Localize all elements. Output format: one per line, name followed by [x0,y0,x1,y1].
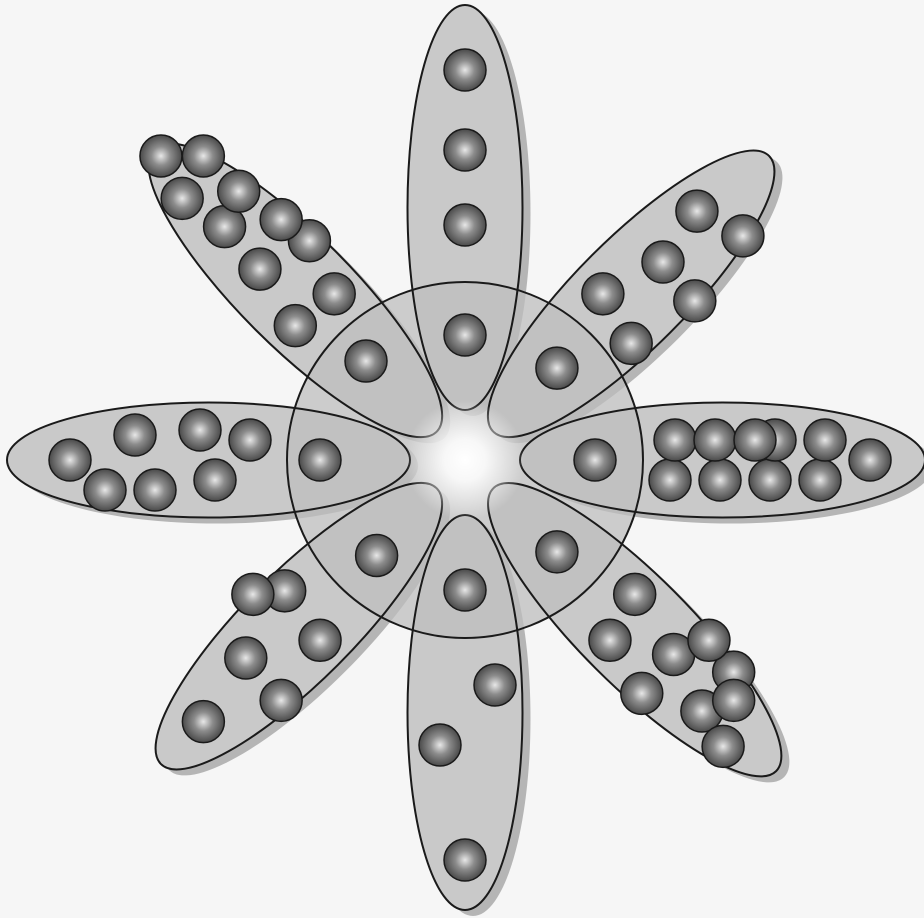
dot-northwest-11 [140,135,182,177]
dot-east-4 [699,459,741,501]
dot-east-3 [654,419,696,461]
dot-southwest-1 [356,534,398,576]
dot-south-4 [444,839,486,881]
dot-east-6 [749,459,791,501]
dot-east-10 [849,439,891,481]
dot-west-2 [229,419,271,461]
dot-northwest-10 [182,135,224,177]
dot-north-4 [444,49,486,91]
dot-southeast-5 [621,672,663,714]
dot-southeast-1 [536,531,578,573]
dot-west-3 [194,459,236,501]
dot-east-2 [649,459,691,501]
dot-east-9 [804,419,846,461]
dot-south-2 [474,664,516,706]
dot-north-2 [444,204,486,246]
dot-east-8 [799,459,841,501]
dot-west-8 [84,469,126,511]
dot-northeast-4 [642,241,684,283]
dot-southwest-4 [225,637,267,679]
dot-north-3 [444,129,486,171]
dot-northwest-9 [161,177,203,219]
dot-southeast-10 [688,619,730,661]
center-glow [405,400,525,520]
dot-southwest-6 [182,701,224,743]
dot-southeast-3 [589,619,631,661]
dot-southwest-7 [232,573,274,615]
dot-northwest-8 [218,170,260,212]
dot-southeast-8 [702,725,744,767]
dot-northeast-1 [536,347,578,389]
dot-east-5 [694,419,736,461]
dot-west-6 [114,414,156,456]
dot-northwest-1 [345,340,387,382]
dot-northeast-5 [674,280,716,322]
dot-northeast-3 [610,322,652,364]
dot-northwest-3 [274,305,316,347]
dot-southeast-9 [713,679,755,721]
dot-northeast-7 [722,215,764,257]
dot-south-3 [419,724,461,766]
dot-east-1 [574,439,616,481]
dot-east-11 [734,419,776,461]
dot-northwest-6 [260,199,302,241]
dot-west-7 [49,439,91,481]
dot-northeast-6 [676,190,718,232]
dot-north-1 [444,314,486,356]
dot-northeast-2 [582,273,624,315]
dot-southwest-5 [260,679,302,721]
dot-southwest-3 [299,619,341,661]
dot-west-5 [134,469,176,511]
dot-northwest-2 [313,273,355,315]
dot-south-1 [444,569,486,611]
dot-west-4 [179,409,221,451]
dot-northwest-5 [239,248,281,290]
dot-southeast-2 [614,573,656,615]
dot-west-1 [299,439,341,481]
